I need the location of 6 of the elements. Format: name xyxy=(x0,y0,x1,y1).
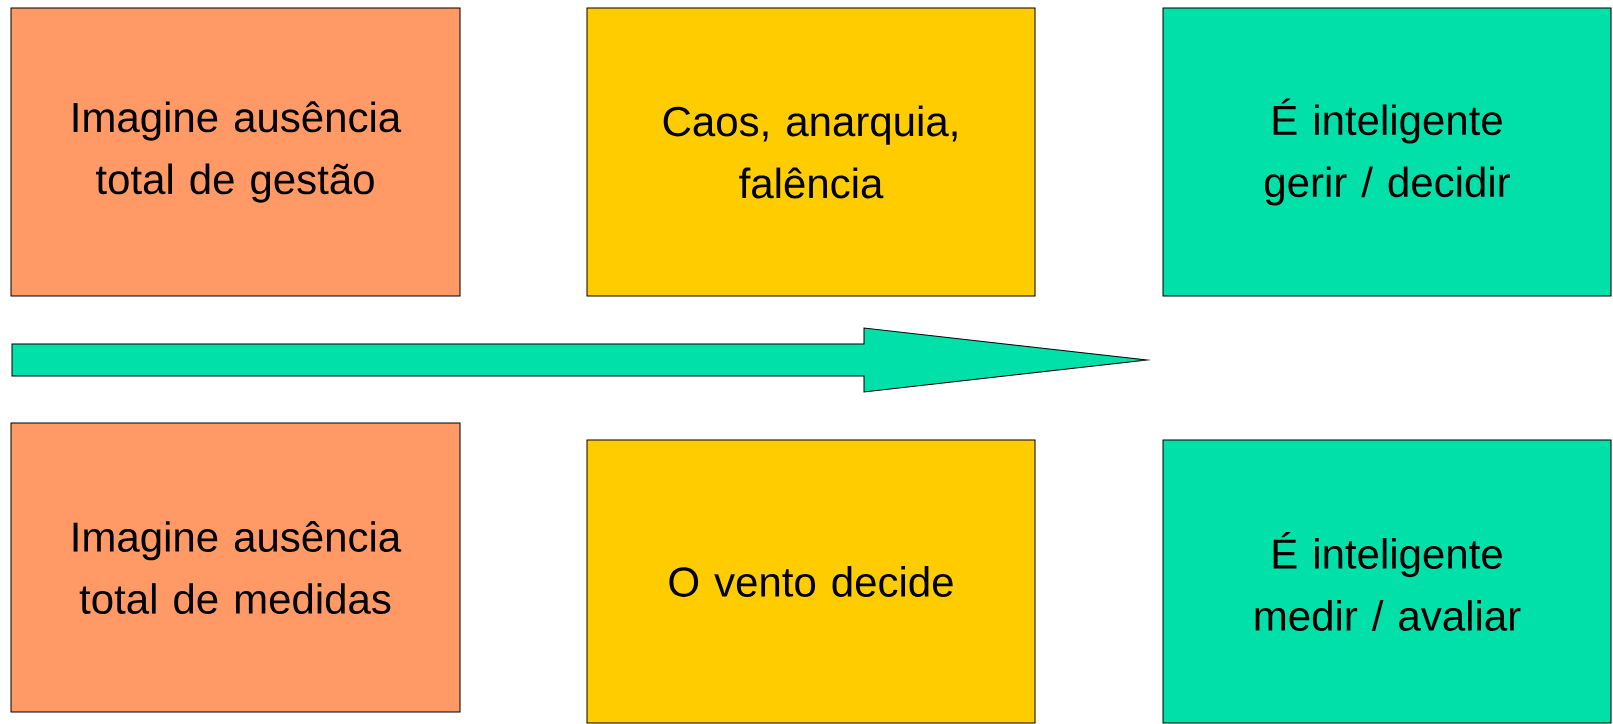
text-box: Caos, anarquia, falência xyxy=(586,7,1036,297)
text-box: É inteligente medir / avaliar xyxy=(1162,439,1612,724)
text-box: Imagine ausência total de medidas xyxy=(10,422,461,713)
text-box: O vento decide xyxy=(586,439,1036,724)
text-box: Imagine ausência total de gestão xyxy=(10,7,461,297)
text-box: É inteligente gerir / decidir xyxy=(1162,7,1612,297)
